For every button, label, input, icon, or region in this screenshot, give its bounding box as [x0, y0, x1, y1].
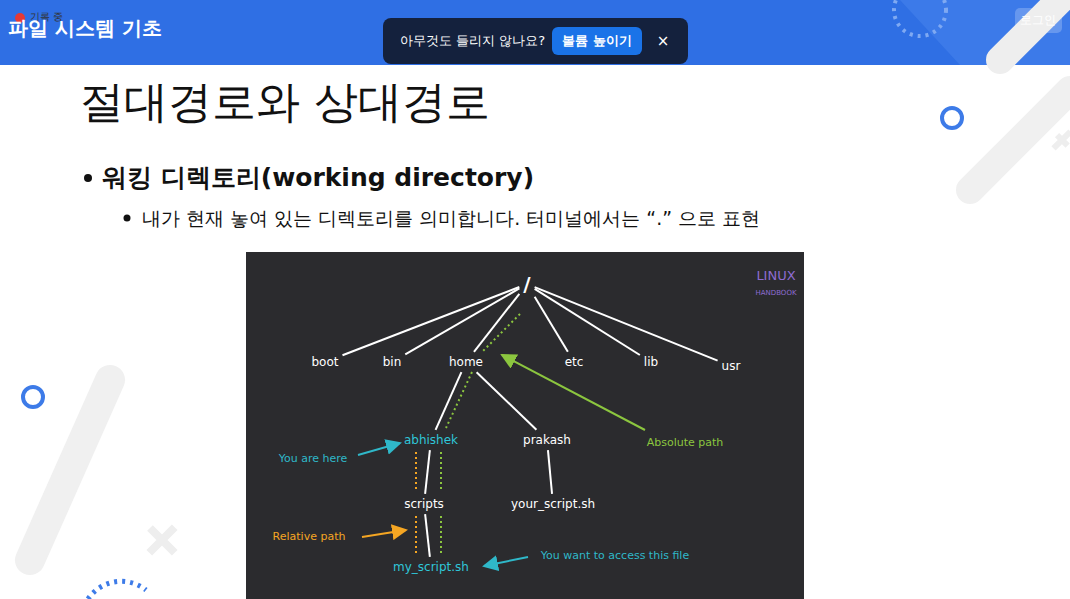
directory-node: my_script.sh — [391, 559, 471, 575]
deco-ring — [23, 387, 43, 407]
sub-bullet-text: 내가 현재 놓여 있는 디렉토리를 의미합니다. 터미널에서는 “.” 으로 표… — [142, 207, 760, 230]
directory-node: bin — [381, 354, 404, 370]
tree-branch — [535, 297, 568, 352]
directory-name: boot — [311, 355, 338, 369]
directory-name: lib — [644, 355, 658, 369]
tree-branch — [343, 287, 520, 355]
callout-label: You are here — [279, 452, 348, 465]
callout-arrow — [358, 443, 400, 455]
toast-panel — [383, 18, 688, 64]
dotted-arc — [88, 581, 146, 599]
callout-arrow — [502, 355, 645, 430]
tree-branch — [535, 287, 718, 361]
callout-label: Relative path — [273, 530, 346, 543]
deco-cross — [1049, 127, 1070, 155]
tree-branch — [436, 372, 462, 430]
image-ground — [246, 252, 804, 599]
watermark: HANDBOOK — [756, 289, 797, 297]
directory-node: lib — [642, 354, 660, 370]
deco-bar — [970, 90, 1070, 190]
directory-node: boot — [309, 354, 340, 370]
deco-bar — [1000, 0, 1070, 60]
dotted-ring — [894, 0, 946, 36]
watermark: LINUX — [756, 268, 795, 284]
directory-node: abhishek — [402, 432, 460, 448]
directory-node: scripts — [402, 496, 446, 512]
close-icon: × — [657, 32, 670, 50]
callout-label: You want to access this file — [541, 549, 689, 562]
directory-node: etc — [563, 354, 586, 370]
callout-label: Absolute path — [647, 436, 724, 449]
login-button-text: 로그인 — [1020, 13, 1056, 27]
directory-name: usr — [722, 359, 741, 373]
tree-branch — [474, 294, 519, 352]
directory-name: bin — [383, 355, 402, 369]
directory-node: your_script.sh — [509, 496, 597, 512]
directory-name: / — [523, 272, 530, 296]
bullet-text: 워킹 디렉토리(working directory) — [102, 163, 534, 193]
tree-branch — [535, 289, 640, 355]
directory-name: your_script.sh — [511, 497, 595, 511]
recording-indicator: 기록 중 — [30, 11, 63, 23]
directory-name: my_script.sh — [393, 560, 469, 574]
directory-node: home — [447, 354, 485, 370]
bullet — [84, 174, 92, 182]
tree-branch — [425, 514, 430, 557]
volume-button: 볼륨 높이기 — [552, 27, 642, 55]
title-bar — [0, 0, 1070, 65]
tree-branch — [548, 450, 552, 494]
deco-cross — [137, 515, 187, 565]
tree-branch — [477, 372, 537, 430]
deco-ring — [942, 108, 962, 128]
toast-message: 아무것도 들리지 않나요? — [400, 33, 545, 49]
directory-name: scripts — [404, 497, 444, 511]
tree-branch — [425, 450, 430, 494]
tree-branch — [405, 288, 519, 354]
directory-node: / — [521, 271, 532, 297]
directory-node: usr — [720, 358, 743, 374]
directory-node: prakash — [521, 432, 573, 448]
directory-name: abhishek — [404, 433, 458, 447]
directory-name: home — [449, 355, 483, 369]
callout-arrow — [484, 557, 528, 566]
directory-name: etc — [565, 355, 584, 369]
callout-arrow — [362, 530, 406, 537]
slide-heading: 절대경로와 상대경로 — [80, 76, 490, 129]
deco-bar — [30, 380, 110, 560]
directory-name: prakash — [523, 433, 571, 447]
bullet — [124, 215, 131, 222]
